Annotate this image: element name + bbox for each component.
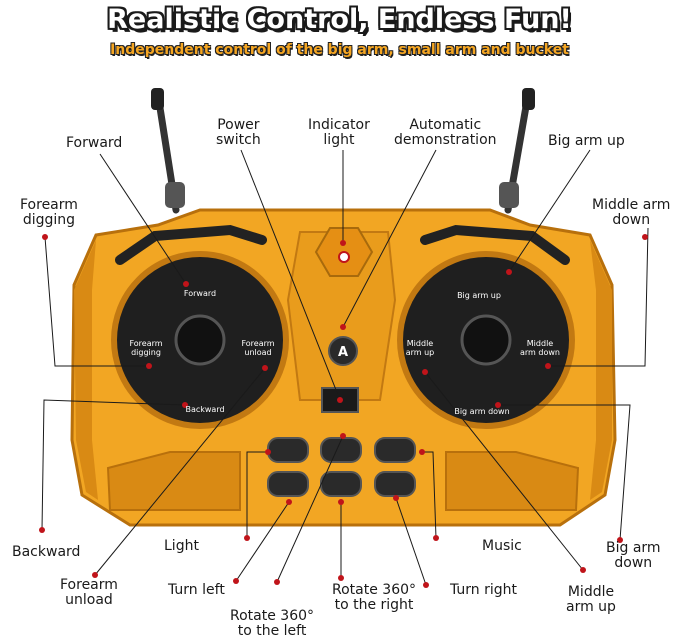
callout-big-arm-down: Big arm down: [606, 540, 661, 571]
leader-lines: [41, 149, 649, 586]
callout-forearm-unload: Forearm unload: [60, 577, 118, 608]
callout-big-arm-up: Big arm up: [548, 133, 625, 149]
headline-title: Realistic Control, Endless Fun!: [107, 4, 572, 35]
callout-rotate-left: Rotate 360° to the left: [230, 608, 315, 639]
auto-demo-glyph: A: [338, 345, 348, 360]
callout-power-switch: Power switch: [216, 117, 261, 148]
callout-forward: Forward: [66, 135, 123, 151]
right-antenna: [499, 88, 535, 214]
left-dial-forward: Forward: [184, 289, 216, 298]
callout-turn-left: Turn left: [168, 582, 225, 598]
callout-rotate-right: Rotate 360° to the right: [332, 582, 417, 613]
right-handle: [420, 224, 570, 265]
callout-middle-arm-down: Middle arm down: [592, 197, 671, 228]
left-tread-plate: [106, 451, 241, 511]
callout-turn-right: Turn right: [450, 582, 518, 598]
indicator-light: [338, 251, 350, 263]
callout-music: Music: [482, 538, 522, 554]
left-joystick: [174, 314, 226, 366]
right-dial-big-arm-down: Big arm down: [454, 407, 509, 416]
right-dial-big-arm-up: Big arm up: [457, 291, 501, 300]
callout-forearm-digging: Forearm digging: [20, 197, 78, 228]
left-handle: [115, 224, 267, 265]
callout-light: Light: [164, 538, 199, 554]
auto-demo-button: [328, 336, 358, 366]
headline-subtitle: Independent control of the big arm, smal…: [110, 42, 569, 58]
callout-indicator-light: Indicator light: [308, 117, 370, 148]
callout-middle-arm-up: Middle arm up: [566, 584, 616, 615]
callout-backward: Backward: [12, 544, 81, 560]
left-antenna: [151, 88, 185, 214]
callout-automatic-demo: Automatic demonstration: [394, 117, 497, 148]
bottom-button-grid: [267, 437, 416, 497]
right-joystick: [460, 314, 512, 366]
left-dial-backward: Backward: [185, 405, 224, 414]
callout-dots: [39, 234, 648, 588]
